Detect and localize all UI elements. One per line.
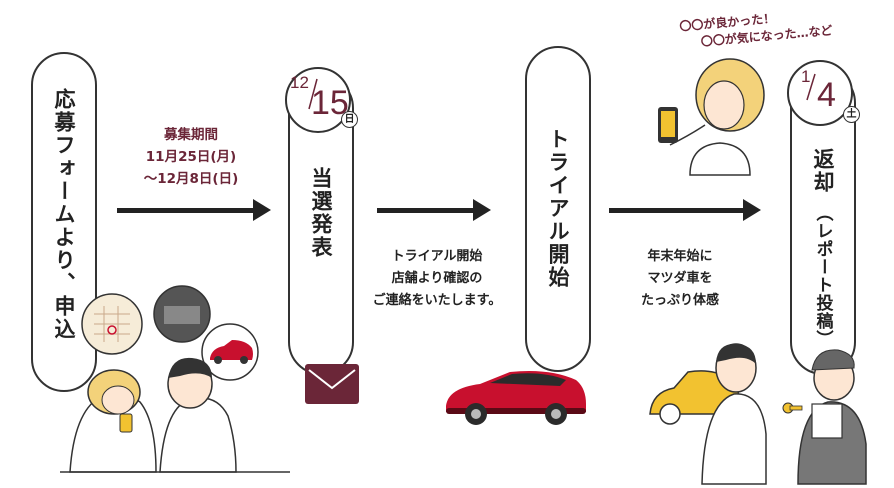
envelope-icon (305, 364, 359, 404)
couple-applying-illustration (60, 285, 290, 473)
step-trial-label: トライアル開始 (546, 128, 570, 289)
return-day: 4 (817, 76, 836, 114)
step-apply-label: 応募フォームより、申込 (52, 88, 76, 341)
contact-line-3: ご連絡をいたします。 (372, 293, 502, 308)
experience-line-3: たっぷり体感 (640, 293, 719, 308)
period-end: ～12月8日(日) (143, 171, 239, 187)
return-date-badge: 1 4 (787, 60, 853, 126)
arrow-3 (609, 199, 761, 221)
announce-weekday: 日 (341, 111, 358, 128)
arrow-1 (117, 199, 271, 221)
return-weekday: 土 (843, 106, 860, 123)
experience-line-1: 年末年始に (647, 249, 713, 264)
woman-with-phone-illustration (658, 58, 765, 176)
feedback-balloon: 〇〇が良かった！ 〇〇が気になった…など (679, 5, 833, 52)
car-return-illustration (649, 343, 867, 485)
contact-line-1: トライアル開始 (391, 249, 483, 264)
announce-month: 12 (290, 73, 309, 92)
arrow-2 (377, 199, 491, 221)
experience-line-2: マツダ車を (647, 271, 713, 286)
period-start: 11月25日(月) (145, 149, 237, 165)
step-return-label: 返却 (811, 148, 835, 194)
return-month: 1 (801, 67, 811, 86)
step-announce-label: 当選発表 (309, 167, 333, 259)
step-apply-pill: 応募フォームより、申込 (31, 52, 97, 392)
experience-note: 年末年始に マツダ車を たっぷり体感 (610, 246, 750, 312)
step-trial-pill: トライアル開始 (525, 46, 591, 372)
period-note: 募集期間 11月25日(月) ～12月8日(日) (121, 124, 261, 190)
contact-note: トライアル開始 店舗より確認の ご連絡をいたします。 (352, 246, 522, 312)
step-return-sublabel: （レポート投稿） (812, 204, 833, 348)
period-title: 募集期間 (164, 127, 218, 143)
contact-line-2: 店舗より確認の (391, 271, 483, 286)
red-car-icon (446, 371, 586, 425)
